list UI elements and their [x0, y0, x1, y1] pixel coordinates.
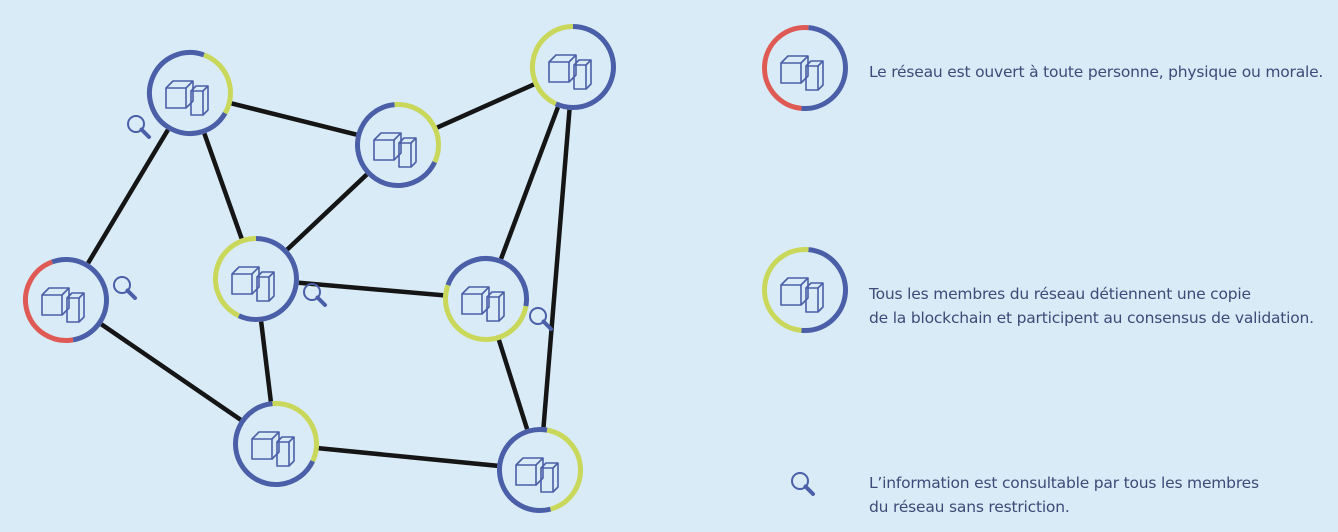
network-node-top-right [530, 24, 616, 110]
node-top-right-disc [530, 24, 616, 110]
legend-open-network-line-1: Le réseau est ouvert à toute personne, p… [869, 63, 1324, 81]
node-center-magnifier-icon [303, 283, 327, 307]
node-center-ring-segment-1 [213, 236, 257, 318]
node-left-magnifier-icon [113, 276, 137, 300]
node-bottom-mid-disc [233, 401, 319, 487]
legend-ring-1-disc [762, 25, 848, 111]
network-node-bottom-mid [233, 401, 319, 487]
network-node-center [213, 236, 327, 322]
legend-ring-icon-2 [762, 247, 848, 333]
node-right-ring-segment-1 [443, 284, 529, 343]
node-bottom-mid-ring-segment-2 [233, 401, 315, 487]
network-edge-n-top-right-to-n-bottom-right [537, 64, 576, 473]
legend-ring-2-ring-segment-2 [801, 247, 848, 333]
node-top-left-magnifier-icon [127, 115, 151, 139]
legend-ring-1-ring-segment-1 [762, 25, 809, 111]
legend-transparency-line-2: du réseau sans restriction. [869, 498, 1070, 516]
legend-ring-2-cube-blocks-icon [780, 277, 824, 313]
node-right-magnifier-icon [529, 307, 553, 331]
legend-ring-1-cube-blocks-icon [780, 55, 824, 91]
node-bottom-right-cube-blocks-icon [515, 457, 559, 493]
node-top-mid-ring-segment-2 [355, 102, 437, 188]
node-top-left-cube-blocks-icon [165, 80, 209, 116]
legend-consensus-line-1: Tous les membres du réseau détiennent un… [869, 285, 1251, 303]
node-center-ring-segment-2 [237, 236, 299, 322]
node-center-disc [213, 236, 299, 322]
node-bottom-right-disc [497, 427, 583, 513]
legend-ring-icon-1 [762, 25, 848, 111]
network-node-top-mid [355, 102, 441, 188]
node-right-ring-segment-2 [445, 256, 529, 307]
node-top-right-ring-segment-2 [554, 24, 616, 110]
legend-transparency-text: L’information est consultable par tous l… [869, 471, 1259, 519]
legend-ring-2-disc [762, 247, 848, 333]
node-left-cube-blocks-icon [41, 287, 85, 323]
node-top-left-ring-segment-2 [147, 50, 228, 136]
node-right-cube-blocks-icon [461, 286, 505, 322]
node-bottom-right-ring-segment-1 [546, 427, 583, 512]
node-right-disc [443, 256, 529, 342]
legend-ring-2-ring-segment-1 [762, 247, 809, 333]
legend-consensus-line-2: de la blockchain et participent au conse… [869, 309, 1314, 327]
network-node-bottom-right [497, 427, 583, 513]
network-node-right [443, 256, 553, 343]
node-left-disc [23, 257, 109, 343]
network-edge-n-bottom-mid-to-n-bottom-right [273, 441, 543, 473]
node-top-right-ring-segment-1 [530, 24, 574, 106]
node-top-left-ring-segment-1 [202, 52, 233, 115]
legend-open-network-text: Le réseau est ouvert à toute personne, p… [869, 60, 1323, 84]
legend-ring-1-ring-segment-2 [801, 25, 848, 111]
node-left-ring-segment-1 [23, 259, 74, 343]
legend-icons [762, 25, 848, 496]
node-bottom-right-ring-segment-2 [497, 427, 552, 513]
node-center-cube-blocks-icon [231, 266, 275, 302]
node-top-mid-ring-segment-1 [394, 102, 441, 164]
node-bottom-mid-ring-segment-1 [272, 401, 319, 463]
node-top-left-disc [147, 50, 233, 136]
node-top-right-cube-blocks-icon [548, 54, 592, 90]
legend-consensus-text: Tous les membres du réseau détiennent un… [869, 282, 1314, 330]
node-left-ring-segment-2 [51, 257, 110, 343]
network-node-left [23, 257, 137, 343]
node-top-mid-disc [355, 102, 441, 188]
network-nodes [23, 24, 616, 513]
legend-transparency-line-1: L’information est consultable par tous l… [869, 474, 1259, 492]
node-bottom-mid-cube-blocks-icon [251, 431, 295, 467]
network-node-top-left [127, 50, 233, 139]
legend-magnifier-icon [791, 472, 815, 496]
node-top-mid-cube-blocks-icon [373, 132, 417, 168]
